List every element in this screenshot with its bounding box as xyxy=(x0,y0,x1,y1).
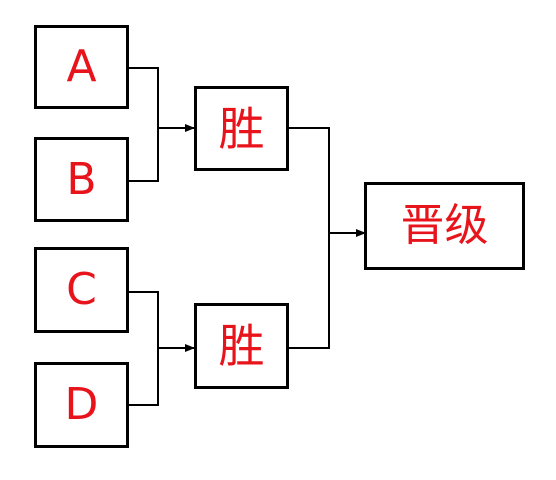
advance-box: 晋级 xyxy=(364,182,525,270)
connector-c-d xyxy=(128,291,159,406)
connector-winners xyxy=(288,127,330,349)
team-b-box: B xyxy=(34,137,129,222)
winner-1-box: 胜 xyxy=(194,86,289,171)
winner-2-box: 胜 xyxy=(194,303,289,389)
connector-a-b xyxy=(128,67,159,182)
team-a-box: A xyxy=(34,25,129,109)
team-d-box: D xyxy=(34,362,129,448)
team-c-box: C xyxy=(34,247,129,333)
